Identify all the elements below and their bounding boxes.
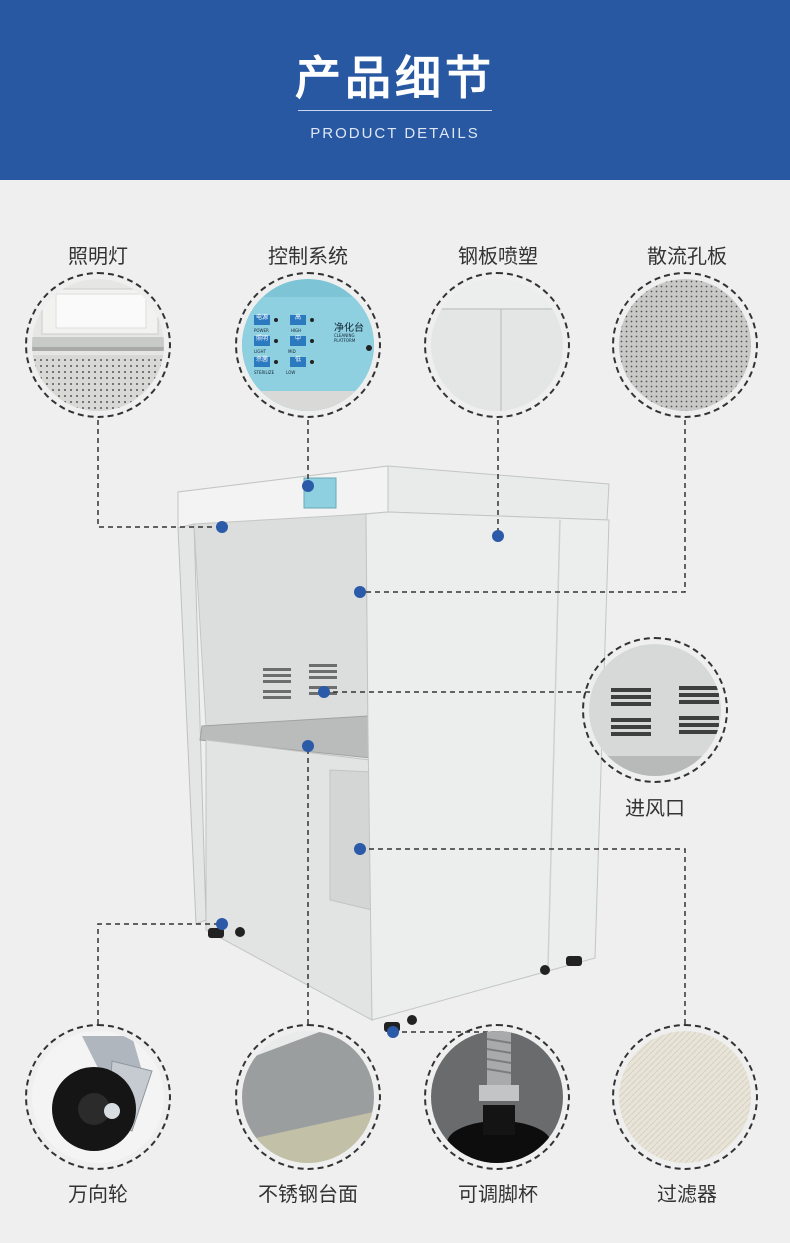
label-air-inlet: 进风口 [625,796,685,820]
dot-foot [387,1026,399,1038]
dot-filter [354,843,366,855]
panel-title: 净化台 [334,323,364,334]
dot-lighting [216,521,228,533]
control-panel-photo: 电源 高 POWER HIGH 照明 中 LIGHT MID 杀菌 [242,279,374,411]
detail-caster-circle [25,1024,171,1170]
label-lighting: 照明灯 [68,244,128,268]
panel-indicator [366,345,372,351]
steel-panel-photo [431,279,563,411]
detail-diffuser-circle [612,272,758,418]
header-banner: 产品细节 PRODUCT DETAILS [0,0,790,180]
mid-caption: MID [287,349,296,354]
power-key: 电源 [254,315,270,325]
dot-air-inlet [318,686,330,698]
dot-steel [492,530,504,542]
label-caster: 万向轮 [68,1182,128,1206]
title-divider [298,110,492,111]
dot-caster [216,918,228,930]
detail-steel-circle [424,272,570,418]
light-key: 照明 [254,336,270,346]
sterilize-caption: STERILIZE [254,370,275,375]
label-diffuser-plate: 散流孔板 [647,244,727,268]
high-caption: HIGH [290,328,302,333]
dot-worktop [302,740,314,752]
dot-control [302,480,314,492]
callout-dots [216,480,504,1038]
low-caption: LOW [286,370,296,375]
label-adjustable-foot: 可调脚杯 [458,1182,538,1206]
lighting-photo [32,279,164,411]
detail-air-inlet-circle [582,637,728,783]
dot-diffuser [354,586,366,598]
detail-worktop-circle [235,1024,381,1170]
panel-subtitle: CLEANING PLATFORM [334,333,356,343]
low-key: 低 [290,357,306,367]
stainless-worktop-photo [242,1031,374,1163]
detail-foot-circle [424,1024,570,1170]
detail-lighting-circle [25,272,171,418]
power-caption: POWER [254,328,269,333]
page-title: 产品细节 [295,51,495,105]
sterilize-key: 杀菌 [254,357,270,367]
label-filter: 过滤器 [657,1182,717,1206]
label-steel-coating: 钢板喷塑 [458,244,538,268]
detail-filter-circle [612,1024,758,1170]
light-caption: LIGHT [254,349,266,354]
adjustable-foot-photo [431,1031,563,1163]
diffuser-plate-photo [619,279,751,411]
high-key: 高 [290,315,306,325]
label-stainless-worktop: 不锈钢台面 [258,1182,358,1206]
caster-photo [32,1031,164,1163]
page-subtitle: PRODUCT DETAILS [310,125,480,142]
label-control-system: 控制系统 [268,244,348,268]
mid-key: 中 [290,336,306,346]
filter-photo [619,1031,751,1163]
clean-bench-cabinet [177,465,610,1032]
detail-control-circle: 电源 高 POWER HIGH 照明 中 LIGHT MID 杀菌 [235,272,381,418]
connector-lines [97,420,686,1033]
air-inlet-photo [589,644,721,776]
